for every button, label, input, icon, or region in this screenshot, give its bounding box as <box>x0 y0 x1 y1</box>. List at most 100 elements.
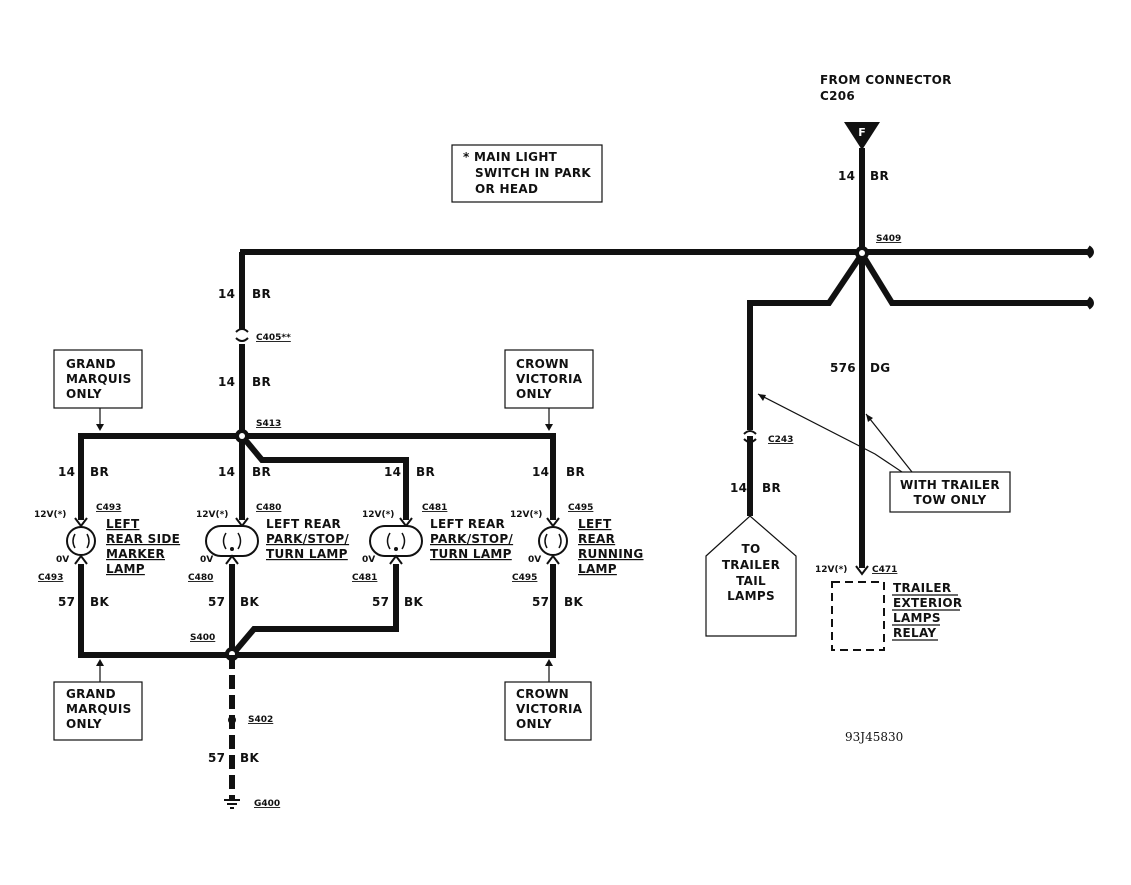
connector-c481-top: C481 <box>422 503 447 513</box>
park2-lamp-contact-icon <box>394 547 398 551</box>
ground-drop-color: BK <box>240 751 259 765</box>
park2-ground-gauge: 57 <box>372 595 389 609</box>
park2-voltage-on: 12V(*) <box>362 510 394 520</box>
connector-c495-bottom: C495 <box>512 573 537 583</box>
relay-line2: EXTERIOR <box>893 596 962 610</box>
marker-lamp-line2: REAR SIDE <box>106 532 180 546</box>
cv-bottom-line1: CROWN <box>516 687 569 701</box>
feed-wire-color: BR <box>870 169 889 183</box>
connector-c243-bottom-icon <box>743 438 757 443</box>
gm-bottom-line2: MARQUIS <box>66 702 132 716</box>
running-voltage-zero: 0V <box>528 555 541 565</box>
relay-voltage-label: 12V(*) <box>815 565 847 575</box>
wire-continues-icon-2 <box>1086 296 1094 310</box>
marker-lamp-line3: MARKER <box>106 547 165 561</box>
feed-upper-gauge: 14 <box>218 287 235 301</box>
splice-s413-label: S413 <box>256 419 281 429</box>
park2-voltage-zero: 0V <box>362 555 375 565</box>
trailer-tail-wire-color: BR <box>762 481 781 495</box>
note-line1: * MAIN LIGHT <box>463 150 558 164</box>
arrow-head-icon-5 <box>96 659 104 666</box>
cv-top-line2: VICTORIA <box>516 372 583 386</box>
running-lamp-bulb-icon <box>538 526 568 556</box>
park2-feed-gauge: 14 <box>384 465 401 479</box>
park2-lamp-filament-icon <box>386 532 406 550</box>
source-heading-line1: FROM CONNECTOR <box>820 73 952 87</box>
relay-line3: LAMPS <box>893 611 941 625</box>
trailer-tail-line3: TAIL <box>736 574 766 588</box>
park1-lamp-bulb-icon <box>205 525 259 557</box>
cv-bottom-line3: ONLY <box>516 717 552 731</box>
running-feed-color: BR <box>566 465 585 479</box>
arrow-head-icon-2 <box>866 414 873 422</box>
park2-lamp-bulb-icon <box>369 525 423 557</box>
gm-top-line2: MARQUIS <box>66 372 132 386</box>
marker-lamp-line1: LEFT <box>106 517 140 531</box>
running-lamp-line2: REAR <box>578 532 615 546</box>
trailer-tail-branch-wire <box>747 252 865 430</box>
park2-ground-wire <box>229 564 399 657</box>
connector-c493-bottom: C493 <box>38 573 63 583</box>
connector-c495-top: C495 <box>568 503 593 513</box>
marker-lamp-line4: LAMP <box>106 562 145 576</box>
marker-ground-color: BK <box>90 595 109 609</box>
gm-top-line3: ONLY <box>66 387 102 401</box>
ground-g400-label: G400 <box>254 799 280 809</box>
trailer-tail-lamps-box <box>705 515 797 637</box>
running-lamp-filament-icon <box>544 533 562 549</box>
trailer-tail-line2: TRAILER <box>722 558 780 572</box>
cv-top-callout <box>504 349 594 409</box>
source-heading-line2: C206 <box>820 89 855 103</box>
relay-wire-gauge: 576 <box>830 361 856 375</box>
connector-c243-label: C243 <box>768 435 793 445</box>
gm-bottom-line3: ONLY <box>66 717 102 731</box>
marker-pin-bottom-icon <box>74 554 88 565</box>
gm-bottom-line1: GRAND <box>66 687 116 701</box>
running-voltage-on: 12V(*) <box>510 510 542 520</box>
park2-lamp-line3: TURN LAMP <box>430 547 512 561</box>
marker-feed-gauge: 14 <box>58 465 75 479</box>
wire-continues-icon <box>1086 245 1094 259</box>
source-pin-label: F <box>858 126 866 139</box>
arrow-head-icon-6 <box>545 659 553 666</box>
marker-lamp-bulb-icon <box>66 526 96 556</box>
relay-dashed-box <box>831 581 885 651</box>
trailer-tow-callout-box <box>889 471 1011 513</box>
marker-lamp-filament-icon <box>72 533 90 549</box>
splice-s402-dot <box>228 716 236 724</box>
running-pin-bottom-icon <box>546 554 560 565</box>
connector-c493-top: C493 <box>96 503 121 513</box>
running-lamp-line1: LEFT <box>578 517 612 531</box>
park1-ground-gauge: 57 <box>208 595 225 609</box>
document-number: 93J45830 <box>845 730 903 744</box>
connector-c480-top: C480 <box>256 503 281 513</box>
splice-s409-center <box>859 250 865 256</box>
park1-lamp-line1: LEFT REAR <box>266 517 341 531</box>
connector-c471-label: C471 <box>872 565 897 575</box>
park1-ground-color: BK <box>240 595 259 609</box>
park1-feed-color: BR <box>252 465 271 479</box>
connector-c243-top-icon <box>743 430 757 435</box>
note-line3: OR HEAD <box>475 182 538 196</box>
running-lamp-line4: LAMP <box>578 562 617 576</box>
ground-drop-gauge: 57 <box>208 751 225 765</box>
marker-voltage-zero: 0V <box>56 555 69 565</box>
gm-top-line1: GRAND <box>66 357 116 371</box>
park1-lamp-filament-icon <box>222 532 242 550</box>
park2-pin-bottom-icon <box>389 554 403 565</box>
connector-c405-label: C405** <box>256 333 291 343</box>
park1-pin-bottom-icon <box>225 554 239 565</box>
trailer-tail-line1: TO <box>742 542 761 556</box>
connector-c405-top-icon <box>235 328 249 333</box>
note-box <box>451 144 603 203</box>
park2-feed-color: BR <box>416 465 435 479</box>
relay-line1: TRAILER <box>893 581 951 595</box>
arrow-head-icon-4 <box>545 424 553 431</box>
marker-ground-gauge: 57 <box>58 595 75 609</box>
cv-top-line1: CROWN <box>516 357 569 371</box>
park1-lamp-line3: TURN LAMP <box>266 547 348 561</box>
connector-c480-bottom: C480 <box>188 573 213 583</box>
park2-lamp-line1: LEFT REAR <box>430 517 505 531</box>
trailer-tow-leader-2 <box>865 413 913 473</box>
marker-feed-color: BR <box>90 465 109 479</box>
